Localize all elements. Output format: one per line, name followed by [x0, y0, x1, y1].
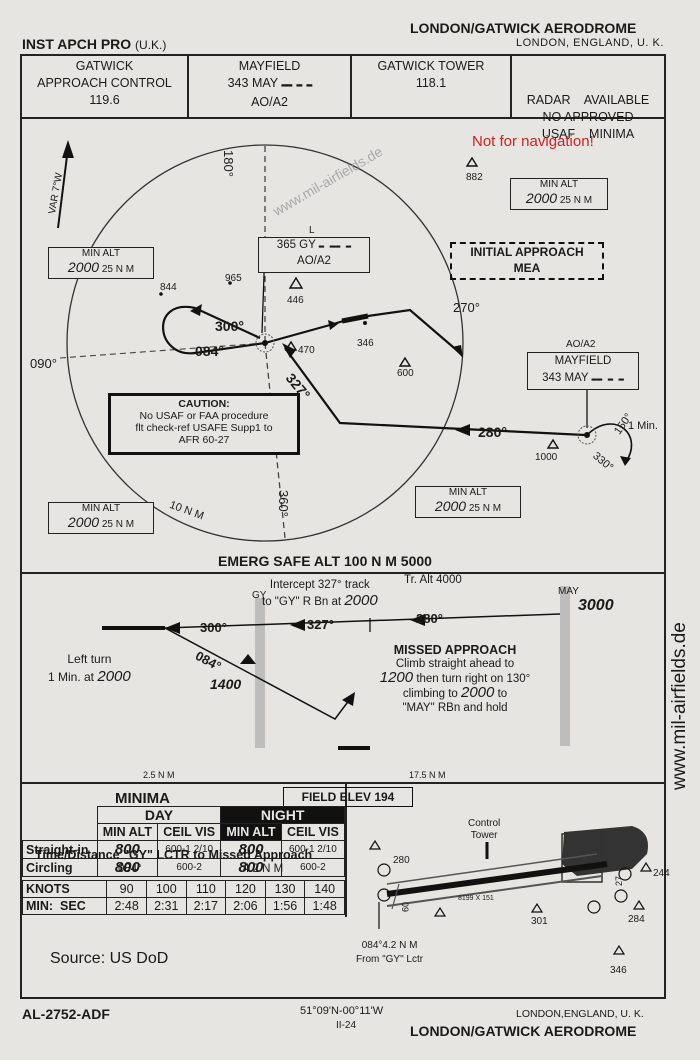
chart-id: AL-2752-ADF [22, 1006, 110, 1022]
missed-approach-note: MISSED APPROACH Climb straight ahead to … [379, 643, 531, 714]
bearing-270: 270° [453, 300, 480, 315]
footer-aerodrome: LONDON/GATWICK AERODROME [410, 1023, 637, 1039]
ad-elev-280: 280 [393, 855, 410, 866]
profile-may-alt: 3000 [578, 597, 614, 614]
ad-elev-346: 346 [610, 965, 627, 976]
dist-left: 2.5 N M [140, 770, 178, 780]
elev-346: 346 [357, 338, 374, 349]
ad-elev-284: 284 [628, 914, 645, 925]
aerodrome-location: LONDON, ENGLAND, U. K. [516, 37, 664, 49]
ten-nm-circle [66, 144, 464, 542]
hold-one-min: 1 Min. [628, 420, 658, 432]
coordinates: 51°09'N-00°11'W [300, 1005, 384, 1017]
elev-470: 470 [298, 345, 315, 356]
field-elev: FIELD ELEV 194 [283, 787, 413, 807]
profile-may: MAY [558, 586, 579, 597]
elev-844: 844 [160, 282, 177, 293]
profile-280: 280° [416, 611, 443, 626]
caution-box: CAUTION: No USAF or FAA procedure flt ch… [108, 393, 300, 455]
missed-approach-track [367, 308, 461, 354]
chart-frame [20, 54, 666, 999]
td-distance: 4.2 N M [243, 863, 284, 875]
profile-gy: GY [252, 590, 267, 601]
not-for-navigation-warning: Not for navigation! [472, 133, 594, 150]
runway-dims: 8199 X 151 [458, 895, 494, 902]
bearing-360: 360° [276, 490, 291, 517]
terminal-apron [562, 826, 648, 876]
profile-300: 300° [200, 620, 227, 635]
elev-1000: 1000 [535, 452, 558, 463]
profile-327: 327° [307, 617, 334, 632]
left-turn-note: Left turn 1 Min. at 2000 [48, 652, 131, 685]
may-beacon [577, 425, 597, 445]
runway-27: 27 [614, 875, 625, 887]
emerg-safe-alt: EMERG SAFE ALT 100 N M 5000 [218, 553, 432, 569]
runway [386, 861, 608, 897]
may-holding [586, 423, 633, 464]
profile-view [102, 586, 570, 750]
track-280: 280° [478, 424, 507, 440]
source-credit: Source: US DoD [50, 950, 169, 967]
elev-882: 882 [466, 172, 483, 183]
ad-elev-244: 244 [653, 868, 670, 879]
bearing-090: 090° [30, 356, 57, 371]
minima-title: MINIMA [115, 790, 170, 807]
page-number: II-24 [336, 1020, 357, 1031]
gy-beacon [255, 333, 275, 353]
ad-elev-301: 301 [531, 916, 548, 927]
freq-mayfield: MAYFIELD 343 MAY ▬▬ ▬ ▬ AO/A2 [227, 59, 313, 109]
page-title: INST APCH PRO (U.K.) [22, 36, 167, 52]
airport-diagram [368, 826, 653, 955]
inbound-track [284, 347, 586, 437]
dist-right: 17.5 N M [406, 770, 449, 780]
gy-beacon-box: L 365 GY ▬ ▬▬ ▬ AO/A2 [258, 225, 370, 273]
time-distance-title: Time/Distance "GY" LCTR to Missed Approa… [35, 848, 313, 862]
plan-view [57, 140, 633, 542]
bearing-180: 180° [221, 150, 236, 177]
track-084: 084° [195, 343, 224, 359]
intercept-note: Intercept 327° track to "GY" R Bn at 200… [262, 579, 378, 609]
elev-446: 446 [287, 295, 304, 306]
footer-location: LONDON,ENGLAND, U. K. [516, 1008, 644, 1020]
track-300: 300° [215, 318, 244, 334]
elev-600: 600 [397, 368, 414, 379]
aerodrome-title: LONDON/GATWICK AERODROME [410, 20, 637, 36]
elev-965: 965 [225, 273, 242, 284]
profile-1400: 1400 [210, 676, 242, 692]
runway-09: 09 [400, 901, 411, 913]
may-beacon-box: AO/A2 MAYFIELD 343 MAY ▬▬ ▬ ▬ [527, 339, 639, 390]
td-bearing: 084° [118, 863, 142, 875]
transition-alt: Tr. Alt 4000 [404, 574, 462, 586]
gy-holding-pattern [162, 305, 266, 355]
